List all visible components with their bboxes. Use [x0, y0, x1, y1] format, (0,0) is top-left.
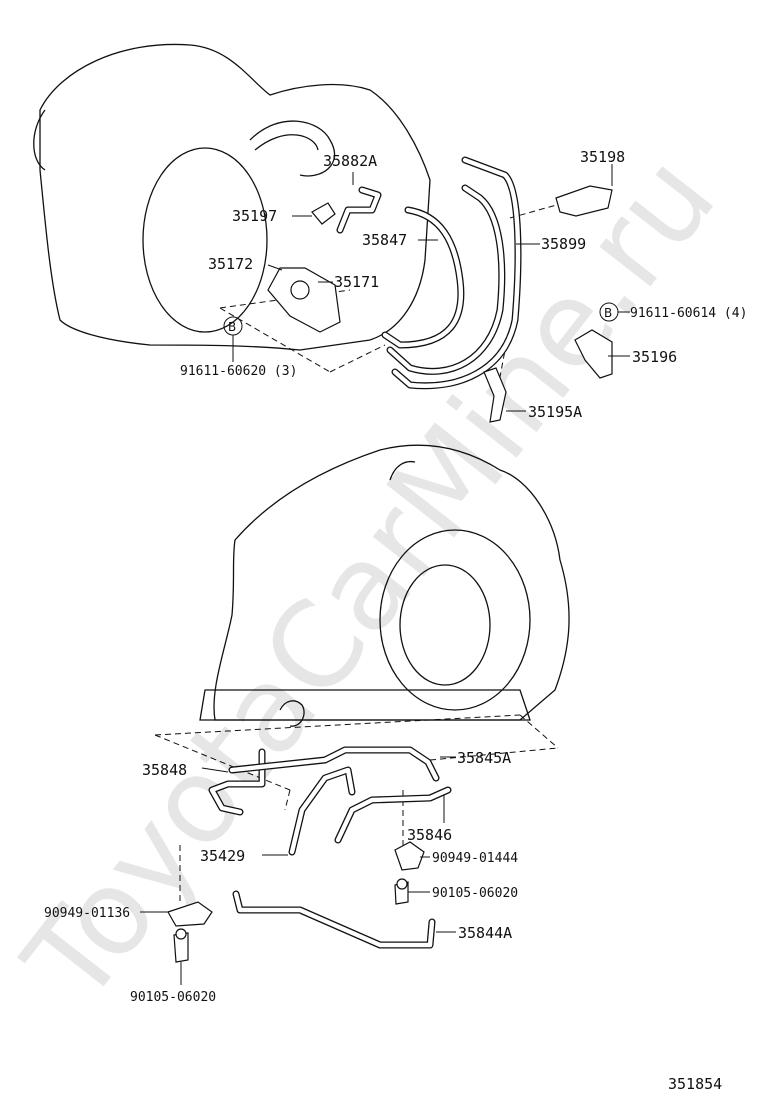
label-35429[interactable]: 35429 [200, 847, 245, 865]
diagram-id: 351854 [668, 1075, 722, 1093]
lower-cooler-pipes [208, 746, 452, 949]
label-35847[interactable]: 35847 [362, 231, 407, 249]
label-90105-06020-left[interactable]: 90105-06020 [130, 990, 216, 1005]
lower-leader-lines [140, 756, 456, 985]
label-35846[interactable]: 35846 [407, 826, 452, 844]
label-91611-60620[interactable]: 91611-60620 (3) [180, 364, 297, 379]
lower-small-parts [167, 841, 425, 963]
upper-transmission-housing [33, 43, 431, 351]
watermark: ToyotaCarMine.ru [0, 130, 742, 1028]
marker-b-right: B [604, 306, 612, 320]
label-90105-06020-right[interactable]: 90105-06020 [432, 886, 518, 901]
label-35845A[interactable]: 35845A [457, 749, 511, 767]
label-35197[interactable]: 35197 [232, 207, 277, 225]
lower-transmission-housing [199, 444, 570, 727]
upper-cooler-pipes [381, 156, 522, 390]
part-labels: 35882A 35198 35197 35847 35899 35172 351… [44, 148, 747, 1093]
label-35195A[interactable]: 35195A [528, 403, 582, 421]
label-91611-60614[interactable]: 91611-60614 (4) [630, 306, 747, 321]
label-90949-01444[interactable]: 90949-01444 [432, 851, 518, 866]
label-35844A[interactable]: 35844A [458, 924, 512, 942]
label-35198[interactable]: 35198 [580, 148, 625, 166]
label-35196[interactable]: 35196 [632, 348, 677, 366]
bolt-markers: B B [228, 306, 612, 334]
label-35172[interactable]: 35172 [208, 255, 253, 273]
label-35171[interactable]: 35171 [334, 273, 379, 291]
upper-small-parts [223, 185, 619, 423]
marker-b-left: B [228, 320, 236, 334]
lower-mount-plane [154, 714, 559, 905]
label-35882A[interactable]: 35882A [323, 152, 377, 170]
label-35848[interactable]: 35848 [142, 761, 187, 779]
upper-leader-lines [232, 164, 630, 412]
label-90949-01136[interactable]: 90949-01136 [44, 906, 130, 921]
label-35899[interactable]: 35899 [541, 235, 586, 253]
